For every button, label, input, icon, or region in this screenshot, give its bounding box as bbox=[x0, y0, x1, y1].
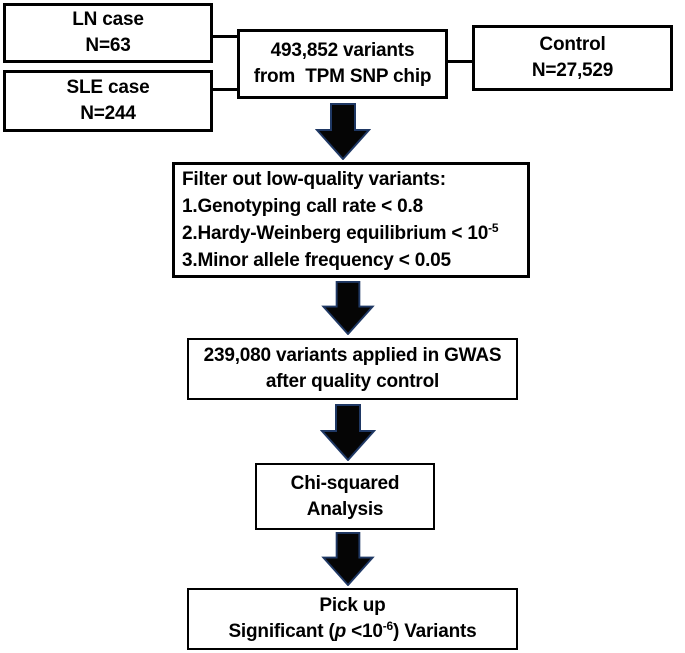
filter-item-hwe: 2.Hardy-Weinberg equilibrium < 10-5 bbox=[182, 221, 499, 244]
sle-case-label: SLE case bbox=[66, 77, 150, 98]
ln-case-count: N=63 bbox=[85, 35, 131, 56]
chi-line1: Chi-squared bbox=[290, 472, 400, 494]
down-arrow-icon bbox=[315, 103, 371, 160]
variants-source: from TPM SNP chip bbox=[253, 66, 432, 87]
down-arrow-icon bbox=[320, 404, 376, 461]
ln-case-box: LN case N=63 bbox=[3, 3, 213, 63]
chi-squared-box: Chi-squared Analysis bbox=[255, 463, 435, 530]
control-label: Control bbox=[539, 34, 606, 55]
gwas-line2: after quality control bbox=[265, 371, 440, 392]
filter-box: Filter out low-quality variants: 1.Genot… bbox=[172, 162, 530, 278]
p-value-symbol: p bbox=[334, 621, 347, 642]
control-count: N=27,529 bbox=[531, 60, 614, 81]
gwas-line1: 239,080 variants applied in GWAS bbox=[203, 345, 502, 366]
filter-item-call-rate: 1.Genotyping call rate < 0.8 bbox=[182, 196, 423, 217]
connector-variants-to-control bbox=[448, 60, 472, 63]
hwe-exponent: -5 bbox=[488, 221, 499, 235]
pickup-line2: Significant (p <10-6) Variants bbox=[228, 619, 477, 642]
connector-ln-to-variants bbox=[213, 35, 237, 38]
down-arrow-icon bbox=[321, 281, 375, 335]
sle-case-count: N=244 bbox=[80, 103, 136, 124]
pickup-line1: Pick up bbox=[319, 595, 386, 616]
down-arrow-icon bbox=[321, 532, 375, 586]
control-box: Control N=27,529 bbox=[472, 25, 673, 91]
connector-sle-to-variants bbox=[213, 88, 237, 91]
sle-case-box: SLE case N=244 bbox=[3, 70, 213, 132]
p-value-exponent: -6 bbox=[382, 619, 393, 633]
variants-count: 493,852 variants bbox=[270, 40, 415, 61]
gwas-box: 239,080 variants applied in GWAS after q… bbox=[187, 338, 518, 400]
pickup-box: Pick up Significant (p <10-6) Variants bbox=[187, 588, 518, 650]
chi-line2: Analysis bbox=[306, 498, 384, 520]
variants-source-box: 493,852 variants from TPM SNP chip bbox=[237, 29, 448, 99]
filter-item-maf: 3.Minor allele frequency < 0.05 bbox=[182, 250, 451, 271]
filter-title: Filter out low-quality variants: bbox=[182, 169, 446, 190]
ln-case-label: LN case bbox=[72, 9, 144, 30]
